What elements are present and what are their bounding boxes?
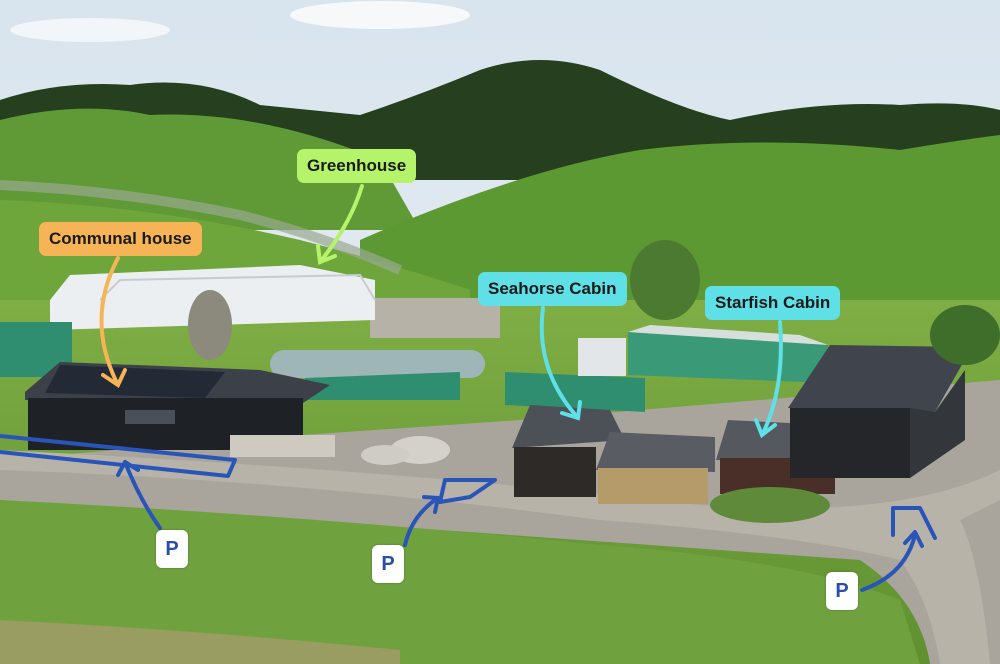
parking-area-outline-1	[0, 434, 237, 478]
seahorse-cabin-label: Seahorse Cabin	[478, 272, 627, 306]
seahorse-cabin-building	[512, 405, 625, 497]
communal-house-label: Communal house	[39, 222, 202, 256]
starfish-cabin-arrow	[754, 320, 783, 439]
greenhouse-arrow	[316, 184, 364, 265]
communal-house-arrow	[99, 256, 127, 388]
middle-cabin-building	[596, 432, 715, 504]
parking-marker-3: P	[826, 572, 858, 610]
seahorse-cabin-arrow	[539, 306, 582, 421]
parking-arrow-1	[116, 460, 162, 530]
parking-area-outline-2	[438, 478, 497, 504]
starfish-cabin-label: Starfish Cabin	[705, 286, 841, 320]
greenhouse-label: Greenhouse	[297, 149, 417, 183]
road	[0, 450, 1000, 664]
communal-house-building	[25, 362, 335, 457]
parking-arrow-2	[403, 495, 440, 547]
parking-arrow-3	[860, 530, 924, 592]
large-shed-building	[788, 345, 972, 478]
parking-marker-2: P	[372, 545, 404, 583]
parking-area-outline-3	[891, 506, 937, 540]
pond	[270, 350, 485, 378]
left-hill	[0, 108, 420, 230]
parking-marker-1: P	[156, 530, 188, 568]
